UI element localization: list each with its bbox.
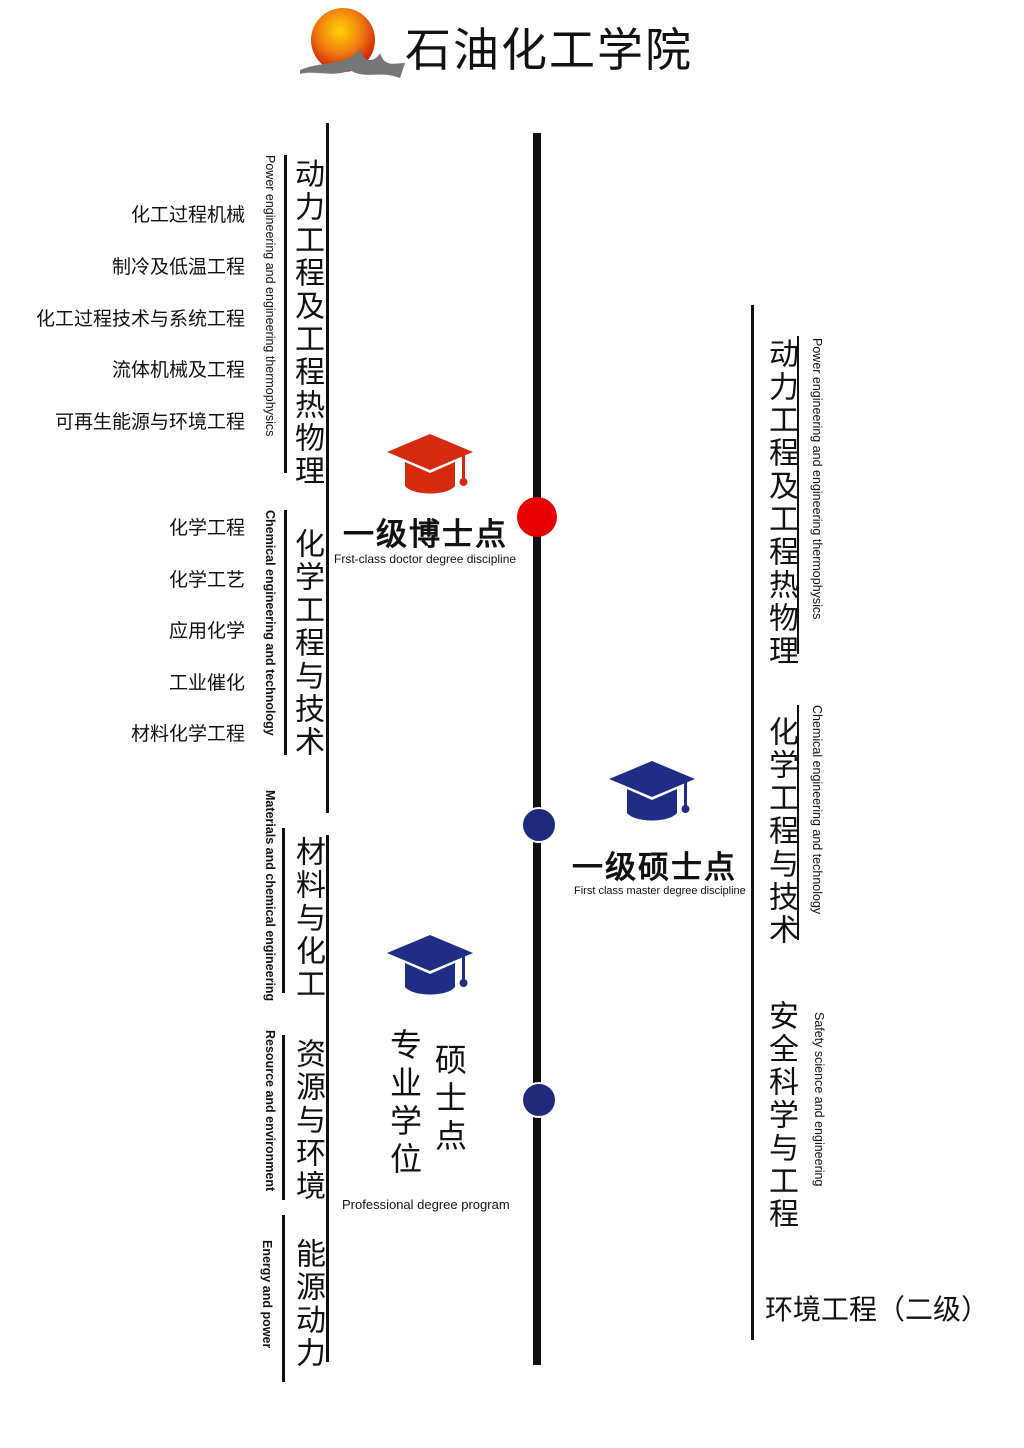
doctor-node [517,497,557,537]
group-divider [797,705,799,940]
graduation-cap-icon [387,935,473,1003]
professional-group-subtitle: Resource and environment [263,1030,277,1192]
doctor-subtitle: Frst-class doctor degree discipline [334,552,517,566]
professional-group-title: 资源与环境 [290,1038,325,1203]
master-extra: 环境工程（二级） [765,1293,990,1326]
group-divider [797,336,799,654]
list-item: 可再生能源与环境工程 [54,411,245,433]
list-item: 材料化学工程 [130,723,245,745]
master-title: 一级硕士点 [572,850,737,886]
doctor-bracket-line [326,123,329,813]
master-group-subtitle: Chemical engineering and technology [810,705,824,915]
list-item: 应用化学 [168,620,245,642]
graduation-cap-icon [387,434,473,502]
list-item: 化工过程技术与系统工程 [35,308,245,330]
professional-node [521,1082,557,1118]
professional-bracket-line [326,835,329,1362]
master-bracket-line [751,305,754,1340]
doctor-group-subtitle: Chemical engineering and technology [263,510,277,736]
timeline-axis [533,133,541,1365]
doctor-title: 一级博士点 [343,517,508,553]
group-divider [282,1215,285,1382]
professional-group-subtitle: Energy and power [260,1240,274,1349]
logo-icon [300,8,405,80]
professional-group-title: 能源动力 [290,1238,325,1370]
list-item: 流体机械及工程 [111,359,245,381]
list-item: 化学工艺 [168,569,245,591]
professional-title-b: 硕士点 [430,1043,468,1157]
group-divider [284,510,287,755]
master-group-subtitle: Power engineering and engineering thermo… [810,338,824,620]
group-divider [282,828,285,993]
list-item: 化学工程 [168,517,245,539]
professional-group-title: 材料与化工 [290,836,325,1001]
master-group-title: 化学工程与技术 [763,716,798,947]
group-divider [284,155,287,473]
master-group-title: 安全科学与工程 [763,1000,798,1231]
graduation-cap-icon [609,761,695,829]
professional-subtitle: Professional degree program [342,1197,510,1212]
list-item: 制冷及低温工程 [111,256,245,278]
professional-title-a: 专业学位 [385,1028,423,1180]
master-group-title: 动力工程及工程热物理 [763,338,798,668]
master-group-subtitle: Safety science and engineering [812,1012,826,1187]
doctor-group-title: 动力工程及工程热物理 [289,158,324,488]
doctor-group-title: 化学工程与技术 [289,528,324,759]
master-subtitle: First class master degree discipline [574,885,746,897]
professional-group-subtitle: Materials and chemical engineering [263,790,277,1002]
doctor-group-subtitle: Power engineering and engineering thermo… [263,155,277,437]
master-node [521,807,557,843]
group-divider [282,1035,285,1200]
page-title: 石油化工学院 [405,23,693,77]
list-item: 工业催化 [168,672,245,694]
list-item: 化工过程机械 [130,204,245,226]
